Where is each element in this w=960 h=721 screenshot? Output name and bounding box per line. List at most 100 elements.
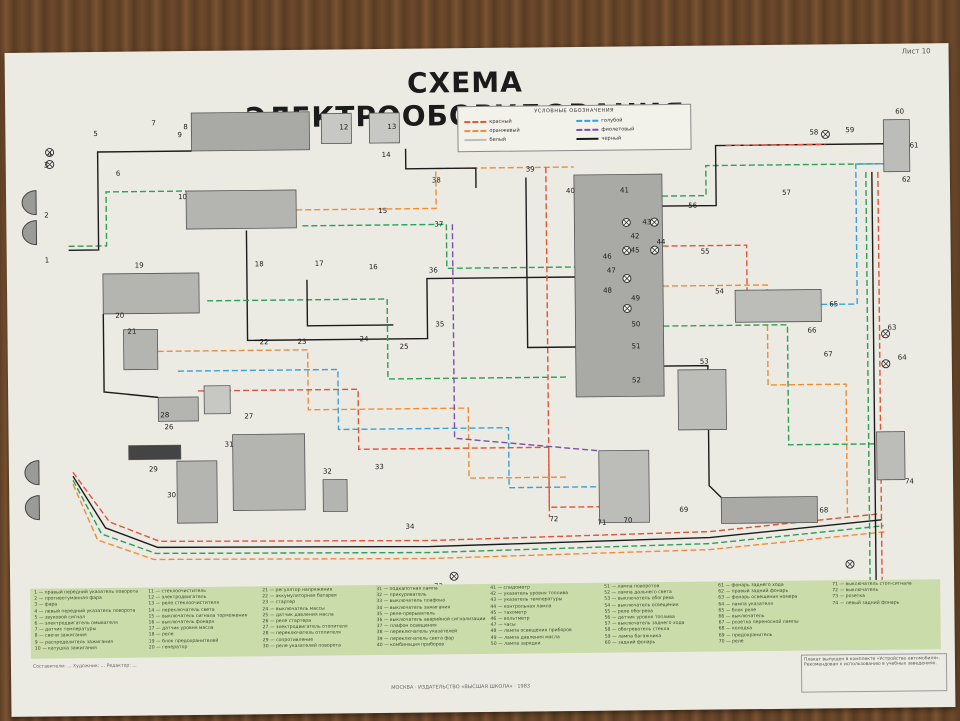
wire: [662, 163, 884, 197]
component-number: 19: [135, 262, 144, 270]
wire: [821, 163, 884, 306]
wire: [68, 150, 192, 252]
lamp-cross: [822, 131, 829, 138]
starter-relay: [157, 396, 199, 422]
component-number: 22: [260, 338, 269, 346]
note-line: 30 — реле указателей поворота: [262, 643, 341, 650]
component-number: 52: [632, 376, 641, 384]
component-number: 70: [623, 516, 632, 524]
component-number: 63: [887, 324, 896, 332]
component-number: 43: [642, 218, 651, 226]
component-number: 57: [782, 189, 791, 197]
component-number: 74: [905, 477, 915, 485]
wire: [404, 148, 477, 189]
component-number: 5: [93, 130, 98, 138]
wire: [663, 284, 849, 515]
component-number: 23: [298, 338, 307, 346]
lamp-cross: [623, 275, 631, 282]
wire: [157, 349, 570, 479]
component-number: 72: [549, 515, 558, 523]
wire: [525, 177, 576, 349]
wire: [662, 143, 884, 207]
component-number: 1: [45, 257, 50, 265]
component-number: 2: [44, 212, 49, 220]
component-number: 41: [620, 186, 629, 194]
component-number: 67: [824, 350, 833, 358]
wire: [68, 190, 187, 248]
wire: [296, 166, 574, 211]
component-number: 14: [382, 151, 392, 159]
note-line: 20 — генератор: [148, 644, 188, 651]
component-number: 36: [429, 266, 439, 274]
note-line: 70 — реле: [718, 639, 744, 645]
component-number: 25: [400, 343, 409, 351]
wire: [871, 171, 877, 584]
fuse-block: [190, 111, 310, 152]
component-number: 68: [819, 506, 828, 514]
wire-layer: [68, 143, 886, 584]
note-line: 10 — катушка зажигания: [34, 645, 97, 652]
headlight-symbol: [21, 220, 38, 246]
footer-note-box: Плакат выпущен в комплекте «Устройство а…: [800, 653, 948, 693]
wiper-motor: [320, 112, 352, 145]
wire: [306, 279, 394, 327]
component-number: 31: [225, 441, 234, 449]
headlight-symbol: [24, 495, 40, 521]
rear-lamp-left: [876, 431, 906, 481]
component-number: 58: [809, 128, 818, 136]
lighter-block: [322, 478, 348, 513]
wire: [72, 479, 884, 555]
wire: [663, 324, 877, 446]
component-number: 45: [631, 246, 640, 254]
wire: [72, 471, 880, 543]
publisher-text: МОСКВА · ИЗДАТЕЛЬСТВО «ВЫСШАЯ ШКОЛА» · 1…: [391, 683, 531, 691]
component-number: 44: [657, 238, 667, 246]
lamp-cross: [623, 305, 631, 312]
note-line: 63 — фонарь освещения номера: [718, 595, 798, 601]
lamp-cross: [46, 161, 54, 168]
credits-text: Составители: ... Художник: ... Редактор:…: [32, 663, 137, 670]
starter-block: [176, 460, 218, 524]
component-number: 65: [829, 300, 838, 308]
wire: [207, 298, 568, 380]
relay-block: [368, 112, 400, 144]
wire: [451, 224, 599, 452]
component-number: 17: [315, 260, 324, 268]
wire: [865, 171, 871, 584]
component-number: 55: [701, 248, 710, 256]
component-number: 62: [902, 175, 911, 183]
component-number: 26: [164, 423, 174, 431]
relay-70: [598, 449, 650, 524]
component-layer: [21, 111, 911, 581]
component-number: 32: [323, 468, 332, 476]
wiring-poster: Лист 10 СХЕМА ЭЛЕКТРООБОРУДОВАНИЯ УСЛОВН…: [4, 43, 956, 717]
headlight-symbol: [24, 460, 40, 486]
wire: [877, 171, 883, 584]
component-number: 8: [183, 123, 188, 131]
component-number: 21: [127, 328, 136, 336]
wire: [302, 223, 575, 270]
component-number: 18: [255, 260, 264, 268]
wire: [545, 167, 600, 508]
lamp-cross: [651, 218, 658, 226]
component-number: 4: [48, 150, 53, 158]
component-number: 61: [910, 141, 919, 149]
note-line: 43 — указатель температуры: [490, 597, 563, 604]
component-number: 40: [566, 187, 575, 195]
regulator-block: [123, 328, 159, 371]
component-number: 69: [679, 506, 688, 514]
component-number: 37: [434, 220, 443, 228]
component-number: 50: [631, 320, 640, 328]
wire: [72, 483, 886, 561]
lamp-cross: [882, 330, 889, 338]
component-number: 13: [387, 123, 396, 131]
alternator-block: [232, 433, 306, 511]
lamp-cross: [450, 572, 458, 580]
component-number: 10: [178, 193, 187, 201]
